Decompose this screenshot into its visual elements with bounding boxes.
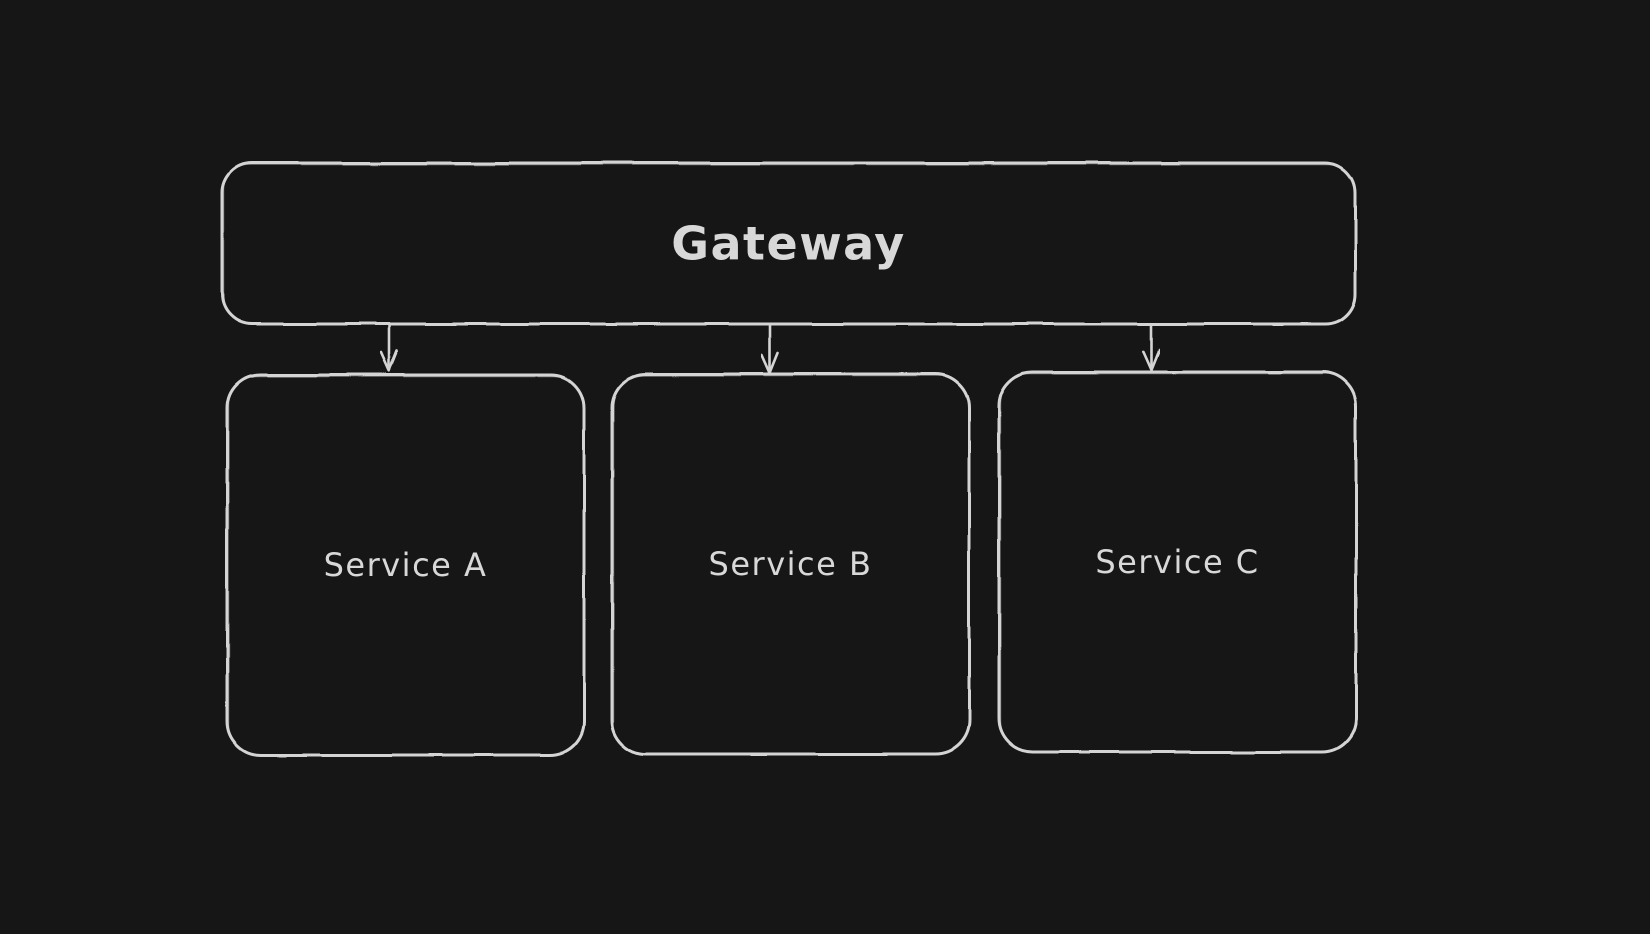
arrow-gateway-to-service-a-head-icon [379, 349, 399, 373]
node-service-c [997, 370, 1358, 754]
arrow-gateway-to-service-a[interactable] [379, 323, 399, 373]
node-service-a-box-sketch-pass [227, 375, 585, 756]
node-service-b-box-sketch-pass [612, 374, 970, 755]
arrow-gateway-to-service-b-head-icon [760, 351, 780, 375]
node-service-c-box-sketch-pass [999, 372, 1357, 753]
node-gateway-label[interactable]: Gateway [671, 217, 906, 271]
node-service-c-label[interactable]: Service C [1095, 543, 1259, 581]
node-service-a-label[interactable]: Service A [324, 546, 488, 584]
node-service-a [225, 373, 586, 757]
node-service-b-label[interactable]: Service B [709, 545, 873, 583]
arrow-gateway-to-service-b[interactable] [760, 323, 780, 375]
arrow-gateway-to-service-c-head-icon [1141, 348, 1161, 372]
node-gateway-box-sketch-pass [222, 163, 1356, 325]
node-service-b [610, 372, 971, 756]
arrow-gateway-to-service-c[interactable] [1141, 322, 1161, 372]
node-gateway [220, 161, 1357, 326]
shapes-layer [220, 161, 1358, 757]
